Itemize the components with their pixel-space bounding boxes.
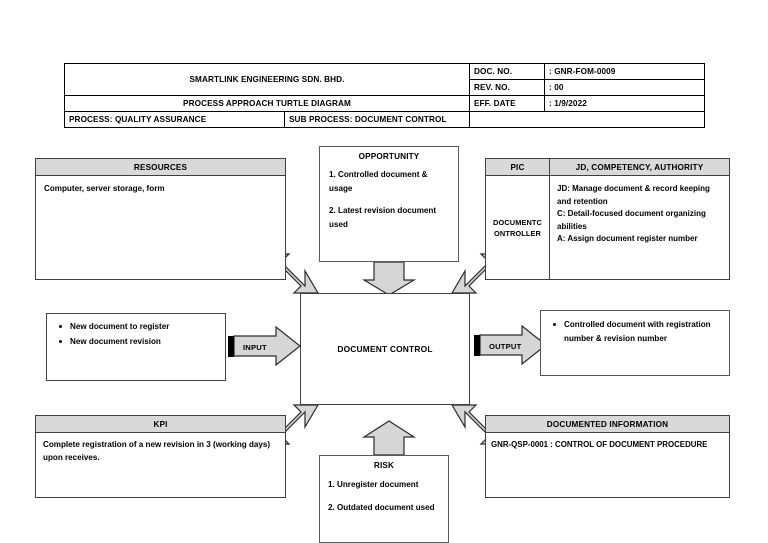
input-arrow-label: INPUT [243, 343, 267, 352]
kpi-text: Complete registration of a new revision … [43, 440, 271, 462]
arrow-risk-to-center [361, 420, 417, 456]
resources-text: Computer, server storage, form [44, 184, 165, 193]
pic-header-row: PIC JD, COMPETENCY, AUTHORITY [486, 159, 729, 176]
documented-information-box: DOCUMENTED INFORMATION GNR-QSP-0001 : CO… [485, 415, 730, 498]
pic-box: PIC JD, COMPETENCY, AUTHORITY DOCUMENTC … [485, 158, 730, 280]
output-arrow-label: OUTPUT [489, 342, 522, 351]
documented-information-title: DOCUMENTED INFORMATION [486, 416, 729, 433]
header-row-process: PROCESS: QUALITY ASSURANCE SUB PROCESS: … [64, 111, 705, 128]
sub-process-label: SUB PROCESS: DOCUMENT CONTROL [284, 111, 470, 128]
rev-no-value: : 00 [544, 79, 705, 96]
doc-no-value: : GNR-FOM-0009 [544, 63, 705, 80]
output-arrow-tail-bar [474, 335, 480, 356]
risk-title: RISK [320, 456, 448, 475]
center-process-box: DOCUMENT CONTROL [300, 293, 470, 405]
opportunity-body: 1. Controlled document & usage 2. Latest… [320, 166, 458, 242]
document-title: PROCESS APPROACH TURTLE DIAGRAM [64, 95, 470, 112]
company-name: SMARTLINK ENGINEERING SDN. BHD. [64, 63, 470, 96]
output-body: Controlled document with registration nu… [541, 311, 729, 346]
input-list: New document to register New document re… [51, 320, 219, 349]
resources-title: RESOURCES [36, 159, 285, 176]
opportunity-item-1: 1. Controlled document & usage [329, 170, 428, 193]
resources-box: RESOURCES Computer, server storage, form [35, 158, 286, 280]
jd-line-3: A: Assign document register number [557, 234, 698, 243]
header-empty-cell [469, 111, 705, 128]
list-item: Controlled document with registration nu… [553, 318, 723, 346]
risk-body: 1. Unregister document 2. Outdated docum… [320, 475, 448, 527]
input-arrow-tail-bar [228, 336, 234, 357]
jd-details: JD: Manage document & record keeping and… [550, 176, 729, 279]
opportunity-box: OPPORTUNITY 1. Controlled document & usa… [319, 146, 459, 262]
list-item: New document revision [59, 335, 219, 349]
header-row-company: SMARTLINK ENGINEERING SDN. BHD. DOC. NO.… [64, 63, 705, 96]
jd-line-2: C: Detail-focused document organizing ab… [557, 209, 706, 231]
kpi-box: KPI Complete registration of a new revis… [35, 415, 286, 498]
risk-box: RISK 1. Unregister document 2. Outdated … [319, 455, 449, 543]
eff-date-label: EFF. DATE [469, 95, 545, 112]
risk-item-1: 1. Unregister document [328, 480, 419, 489]
output-list: Controlled document with registration nu… [545, 318, 723, 346]
jd-line-1: JD: Manage document & record keeping and… [557, 184, 710, 206]
doc-no-label: DOC. NO. [469, 63, 545, 80]
process-label: PROCESS: QUALITY ASSURANCE [64, 111, 285, 128]
rev-no-label: REV. NO. [469, 79, 545, 96]
kpi-title: KPI [36, 416, 285, 433]
output-box: Controlled document with registration nu… [540, 310, 730, 376]
opportunity-item-2: 2. Latest revision document used [329, 206, 437, 229]
kpi-body: Complete registration of a new revision … [36, 433, 285, 469]
resources-body: Computer, server storage, form [36, 176, 285, 200]
header-row-title: PROCESS APPROACH TURTLE DIAGRAM EFF. DAT… [64, 95, 705, 112]
document-header-table: SMARTLINK ENGINEERING SDN. BHD. DOC. NO.… [64, 63, 705, 128]
pic-person-name: DOCUMENTC ONTROLLER [486, 176, 550, 279]
eff-date-value: : 1/9/2022 [544, 95, 705, 112]
list-item: New document to register [59, 320, 219, 334]
documented-information-text: GNR-QSP-0001 : CONTROL OF DOCUMENT PROCE… [491, 440, 708, 449]
jd-column-header: JD, COMPETENCY, AUTHORITY [550, 159, 729, 176]
pic-column-header: PIC [486, 159, 550, 176]
documented-information-body: GNR-QSP-0001 : CONTROL OF DOCUMENT PROCE… [486, 433, 729, 457]
header-row-rev: REV. NO. : 00 [65, 79, 705, 96]
risk-item-2: 2. Outdated document used [328, 503, 435, 512]
pic-body-row: DOCUMENTC ONTROLLER JD: Manage document … [486, 176, 729, 279]
arrow-opportunity-to-center [361, 261, 417, 296]
input-box: New document to register New document re… [46, 313, 226, 381]
input-body: New document to register New document re… [47, 314, 225, 349]
center-process-label: DOCUMENT CONTROL [337, 344, 433, 354]
opportunity-title: OPPORTUNITY [320, 147, 458, 166]
